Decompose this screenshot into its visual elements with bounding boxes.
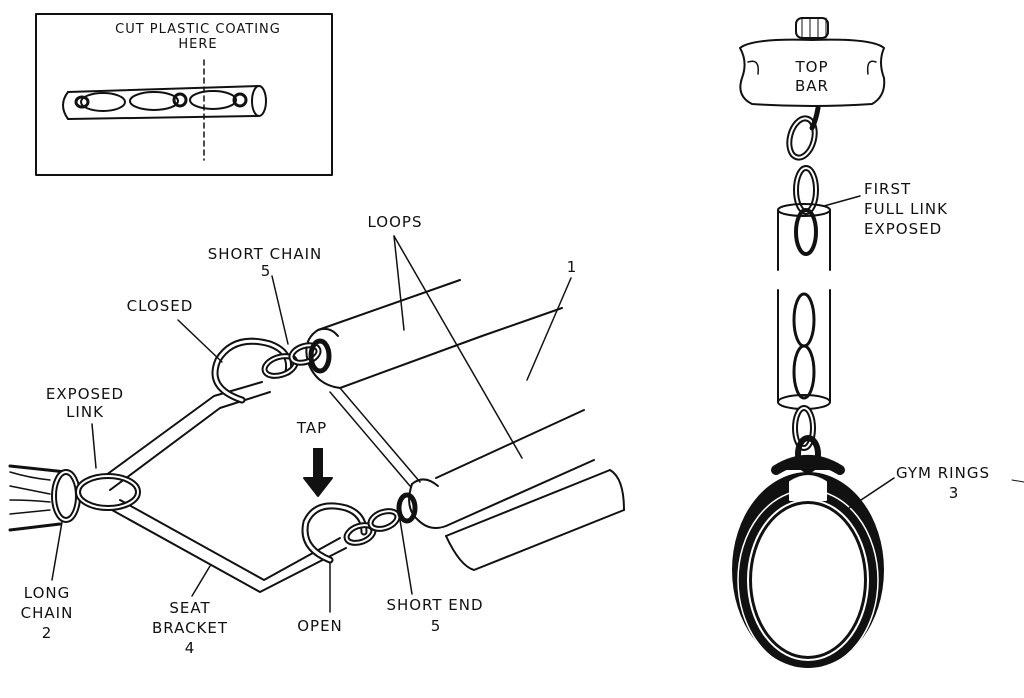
long-chain [8, 464, 141, 532]
tap-label: TAP [296, 419, 328, 437]
seat-bracket-number: 4 [184, 639, 196, 657]
first-link-label-line3: EXPOSED [864, 220, 943, 238]
short-end-label: SHORT END [386, 596, 484, 614]
cut-label-line1: CUT PLASTIC COATING [115, 22, 281, 37]
gym-ring-drawing [732, 455, 884, 671]
loops-label: LOOPS [367, 213, 423, 231]
inset-panel [35, 13, 333, 176]
exposed-link-label-line2: LINK [66, 403, 104, 421]
tap-arrow [303, 477, 333, 497]
first-link-label-line2: FULL LINK [864, 200, 948, 218]
first-link-label-line1: FIRST [864, 180, 912, 198]
top-bar-drawing [739, 17, 886, 107]
short-chain-lower [343, 492, 418, 546]
long-chain-label-line2: CHAIN [20, 604, 74, 622]
top-bar-label-line1: TOP [795, 58, 829, 76]
gym-rings-label: GYM RINGS [896, 464, 990, 482]
top-bar-label-line2: BAR [795, 77, 829, 95]
short-chain-upper [261, 338, 332, 379]
short-chain-number: 5 [260, 262, 272, 280]
seat-drawing [305, 279, 625, 571]
seat-bracket-label-line2: BRACKET [151, 619, 229, 637]
exposed-link-label-line1: EXPOSED [45, 385, 125, 403]
part-1-label: 1 [566, 258, 578, 276]
seat-bracket-label-line1: SEAT [169, 599, 211, 617]
long-chain-number: 2 [41, 624, 53, 642]
cut-label-line2: HERE [178, 37, 218, 52]
long-chain-label-line1: LONG [23, 584, 71, 602]
open-label: OPEN [297, 617, 343, 635]
short-end-number: 5 [430, 617, 442, 635]
short-chain-label: SHORT CHAIN [207, 245, 323, 263]
gym-rings-number: 3 [948, 484, 960, 502]
ring-chain [777, 105, 831, 473]
closed-label: CLOSED [126, 297, 194, 315]
